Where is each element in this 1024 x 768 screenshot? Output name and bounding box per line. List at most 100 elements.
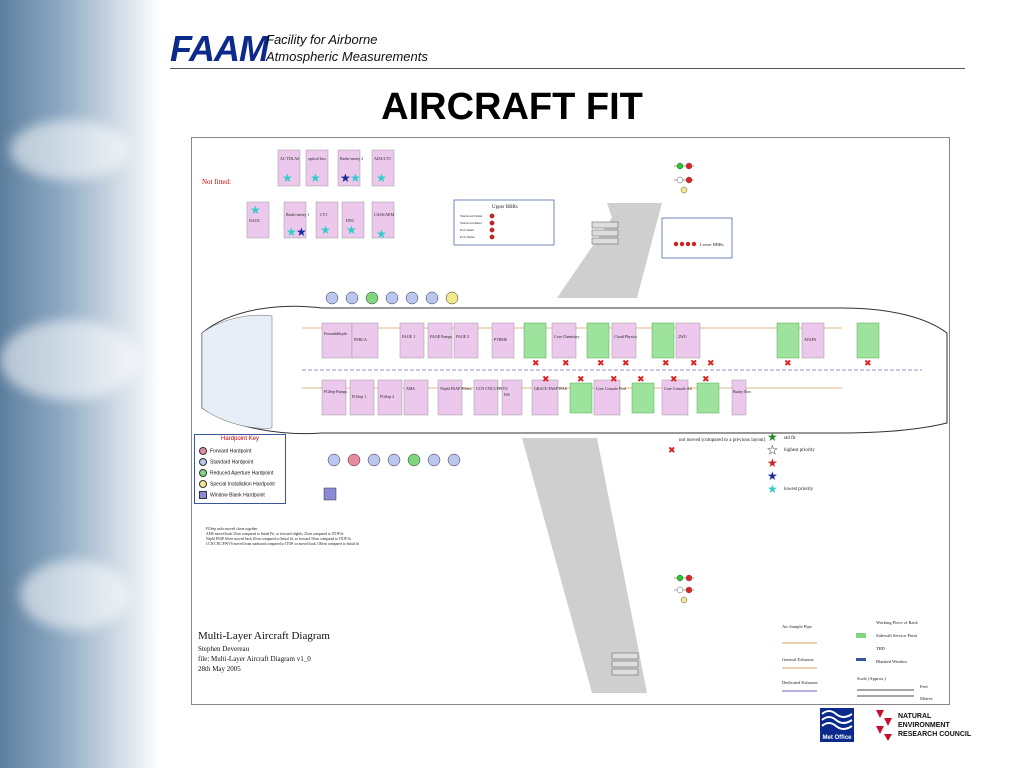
rack-radiometry2: Radio-metry 2	[340, 156, 363, 161]
rack-label-ferca: FERCA	[354, 337, 367, 342]
svg-text:✖: ✖	[670, 375, 678, 385]
nerc-logo-text: NATURAL ENVIRONMENT RESEARCH COUNCIL	[898, 712, 971, 739]
rack-label-avaps: AVAPS	[804, 337, 816, 342]
upper-wing	[557, 203, 662, 298]
hardpoint-standard: Standard Hardpoint	[199, 458, 253, 466]
svg-text:✖: ✖	[610, 375, 618, 385]
note-4: CCN/CNC/FWVS moved from starboard compar…	[206, 542, 359, 547]
legend-air-sample: Air Sample Pipe	[782, 624, 812, 629]
rack-label-ams: AMS	[406, 386, 415, 391]
page-title: AIRCRAFT FIT	[381, 86, 643, 128]
hardpoint-key: Hardpoint Key Forward Hardpoint Standard…	[194, 434, 286, 504]
rack-label-iss: ISS	[504, 392, 510, 397]
svg-text:★: ★	[340, 171, 351, 185]
bbr-starboard-outer: Starboard Outer	[460, 214, 483, 218]
svg-text:✖: ✖	[542, 375, 550, 385]
rack-label-core-chem: Core Chemistry	[554, 334, 579, 339]
note-2: AMS moved back 25cm compared to Initial …	[206, 532, 344, 537]
header-rule	[170, 68, 965, 69]
engine-top	[591, 221, 619, 245]
rack-naoc: NAOC	[249, 218, 261, 223]
svg-text:★: ★	[346, 223, 357, 237]
svg-text:★: ★	[376, 171, 387, 185]
header: FAAM Facility for Airborne Atmospheric M…	[170, 28, 970, 70]
rack-label-fgsep-pumps: FGSep Pumps	[324, 389, 347, 394]
org-line-2: Atmospheric Measurements	[266, 49, 428, 64]
rack-cvi: CVI	[320, 212, 328, 217]
svg-text:✖: ✖	[637, 375, 645, 385]
nerc-line-1: NATURAL	[898, 713, 932, 720]
svg-text:★: ★	[250, 203, 261, 217]
lower-racks	[321, 379, 747, 416]
bbr-port-outer: Port Outer	[460, 235, 476, 239]
rack-label-core-console-fwd: Core Console Fwd	[596, 386, 626, 391]
svg-text:★: ★	[376, 227, 387, 241]
rack-label-fage1: FAGE 1	[402, 334, 415, 339]
rack-optical-box: optical box	[308, 156, 326, 161]
svg-text:★: ★	[767, 456, 778, 470]
svg-text:★: ★	[767, 430, 778, 444]
rack-label-nephl: Nephl PSAP Filters	[440, 386, 472, 391]
bottom-hardpoints	[323, 453, 461, 501]
met-office-logo: Met Office	[820, 708, 854, 742]
not-moved-markers: ✖✖✖ ✖✖✖ ✖✖ ✖✖✖ ✖✖✖ ✖	[532, 359, 872, 385]
note-3: Nephl PSAP filters moved back 20cm compa…	[206, 537, 351, 542]
legend-metres: Metres	[920, 696, 933, 701]
legend-general-exhausts: General Exhausts	[782, 657, 814, 662]
engine-bottom	[611, 652, 639, 676]
svg-text:✖: ✖	[562, 359, 570, 369]
sky-background	[0, 0, 160, 768]
caption-file: file: Multi-Layer Aircraft Diagram v1_0	[198, 655, 311, 663]
rack-label-grace: GRACE PASP WAS	[534, 386, 567, 391]
diagram-caption-details: Stephen Devereau file: Multi-Layer Aircr…	[198, 644, 311, 674]
priority-stars: ★★ ★★ ★ ★★ ★★ ★★	[250, 171, 387, 241]
svg-text:★: ★	[310, 171, 321, 185]
legend-sidewall: Sidewall Service Point	[876, 633, 918, 638]
svg-text:★: ★	[350, 171, 361, 185]
legend-lowest: lowest priority	[784, 487, 814, 492]
upper-green-racks	[523, 322, 880, 359]
legend-highest: highest priority	[784, 448, 815, 453]
upper-bbrs-title: Upper BBRs	[492, 205, 518, 210]
not-fitted-label: Not fitted:	[202, 178, 231, 186]
hardpoint-window-blank: Window Blank Hardpoint	[199, 491, 265, 499]
legend-blanked: Blanked Window	[876, 659, 908, 664]
upper-bbrs-box	[453, 199, 555, 246]
svg-text:✖: ✖	[702, 375, 710, 385]
hardpoint-special: Special Installation Hardpoint	[199, 480, 275, 488]
svg-text:✖: ✖	[707, 359, 715, 369]
legend-tbd: TBD	[876, 646, 886, 651]
nerc-line-2: ENVIRONMENT	[898, 722, 950, 729]
top-hardpoints	[325, 291, 459, 305]
org-line-1: Facility for Airborne	[266, 32, 378, 47]
legend-dedicated-exhausts: Dedicated Exhausts	[782, 680, 818, 685]
svg-text:✖: ✖	[864, 359, 872, 369]
legend-feet: Feet	[920, 684, 928, 689]
partner-logos: Met Office NATURAL ENVIRONMENT RESEARCH …	[820, 708, 980, 748]
aircraft-diagram-svg: Formaldehyde FERCA FAGE 1 FAGE Pumps FAG…	[201, 149, 948, 701]
rack-dnc: DNC	[346, 218, 355, 223]
rack-radiometry1: Radio-metry 1	[286, 212, 309, 217]
traffic-light-top	[674, 162, 694, 194]
lower-bbrs-label: Lower BBRs	[700, 242, 724, 247]
svg-text:★: ★	[286, 225, 297, 239]
rack-cass: CASS/AEM	[374, 212, 394, 217]
hardpoint-forward: Forward Hardpoint	[199, 447, 251, 455]
svg-text:★: ★	[767, 469, 778, 483]
legend-working-piece: Working Piece of Rack	[876, 620, 919, 625]
rack-label-formaldehyde: Formaldehyde	[324, 331, 347, 336]
nerc-logo-icon	[876, 710, 892, 741]
svg-text:★: ★	[767, 482, 778, 496]
svg-text:★: ★	[767, 443, 778, 457]
legend-std-fit: std fit	[784, 436, 796, 441]
aircraft-diagram: Formaldehyde FERCA FAGE 1 FAGE Pumps FAG…	[191, 137, 950, 705]
svg-text:★: ★	[320, 223, 331, 237]
svg-text:✖: ✖	[662, 359, 670, 369]
rack-label-buttry: Buttry Box	[733, 389, 751, 394]
org-name: Facility for Airborne Atmospheric Measur…	[266, 31, 428, 65]
rack-label-fgsep2: FGSep 2	[380, 394, 394, 399]
legend-scale: Scale (Approx.)	[857, 676, 886, 681]
svg-text:✖: ✖	[577, 375, 585, 385]
rack-label-fage2: FAGE 2	[456, 334, 469, 339]
faam-logo: FAAM	[170, 28, 269, 69]
